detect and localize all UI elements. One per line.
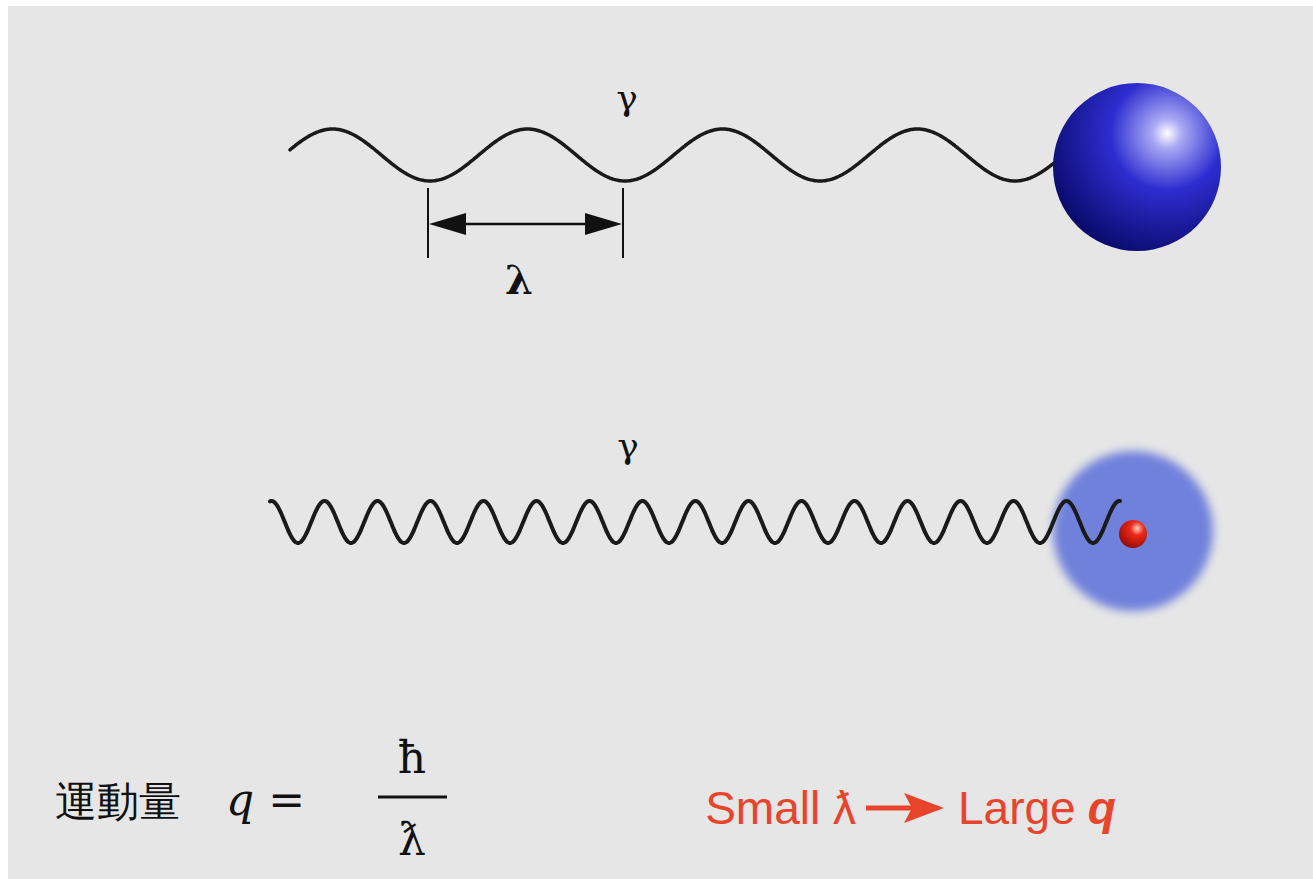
relation-text: Large: [958, 782, 1076, 835]
photon-wave: [290, 129, 1056, 181]
momentum-word: 運動量: [55, 778, 181, 826]
background: [8, 6, 1313, 879]
dimension-tick: [622, 188, 624, 258]
photon-symbol: γ: [616, 77, 638, 118]
relation-text: Small ƛ: [705, 782, 856, 835]
fraction-bar: [378, 796, 447, 799]
red-arrow: [866, 806, 915, 811]
wavelength-label: λ: [505, 257, 533, 303]
small-particle: [1119, 520, 1147, 548]
formula-numerator: ħ: [398, 733, 426, 784]
photon-wave: [270, 501, 1120, 543]
dimension-arrowhead: [585, 213, 622, 235]
relation-symbol: q: [1088, 782, 1116, 835]
dimension-tick: [427, 188, 429, 258]
formula-lhs: q =: [226, 775, 305, 826]
photon-symbol: γ: [617, 425, 639, 466]
red-arrowhead: [904, 793, 944, 823]
dimension-arrowhead: [429, 213, 466, 235]
blurred-particle: [1053, 451, 1213, 611]
particle-sphere: [1053, 83, 1221, 251]
dimension-line: [445, 223, 606, 226]
formula-denominator: ƛ: [398, 815, 426, 866]
